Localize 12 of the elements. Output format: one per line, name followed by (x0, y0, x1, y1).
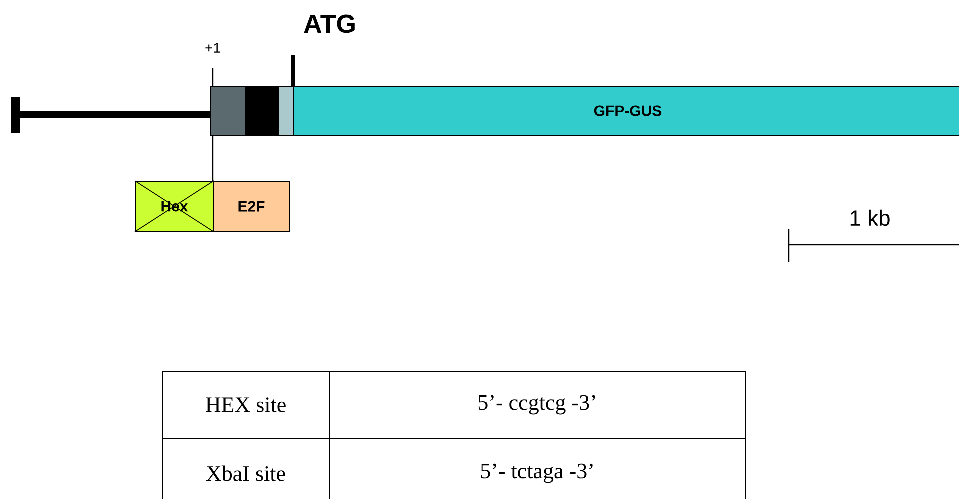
table-cell: HEX site (162, 371, 330, 439)
table-cell: 5’- tctaga -3’ (329, 438, 746, 499)
scale-label: 1 kb (850, 210, 890, 226)
position-label: +1 (206, 43, 220, 53)
table-cell: XbaI site (162, 438, 330, 499)
binding-site-box: E2F (213, 181, 290, 232)
table-cell: 5’- ccgtcg -3’ (329, 371, 746, 439)
gene-segment (278, 86, 294, 136)
codon-label: ATG (304, 14, 355, 34)
gene-segment (245, 86, 279, 136)
gene-box: GFP-GUS (293, 86, 959, 136)
gene-segment (210, 86, 246, 136)
